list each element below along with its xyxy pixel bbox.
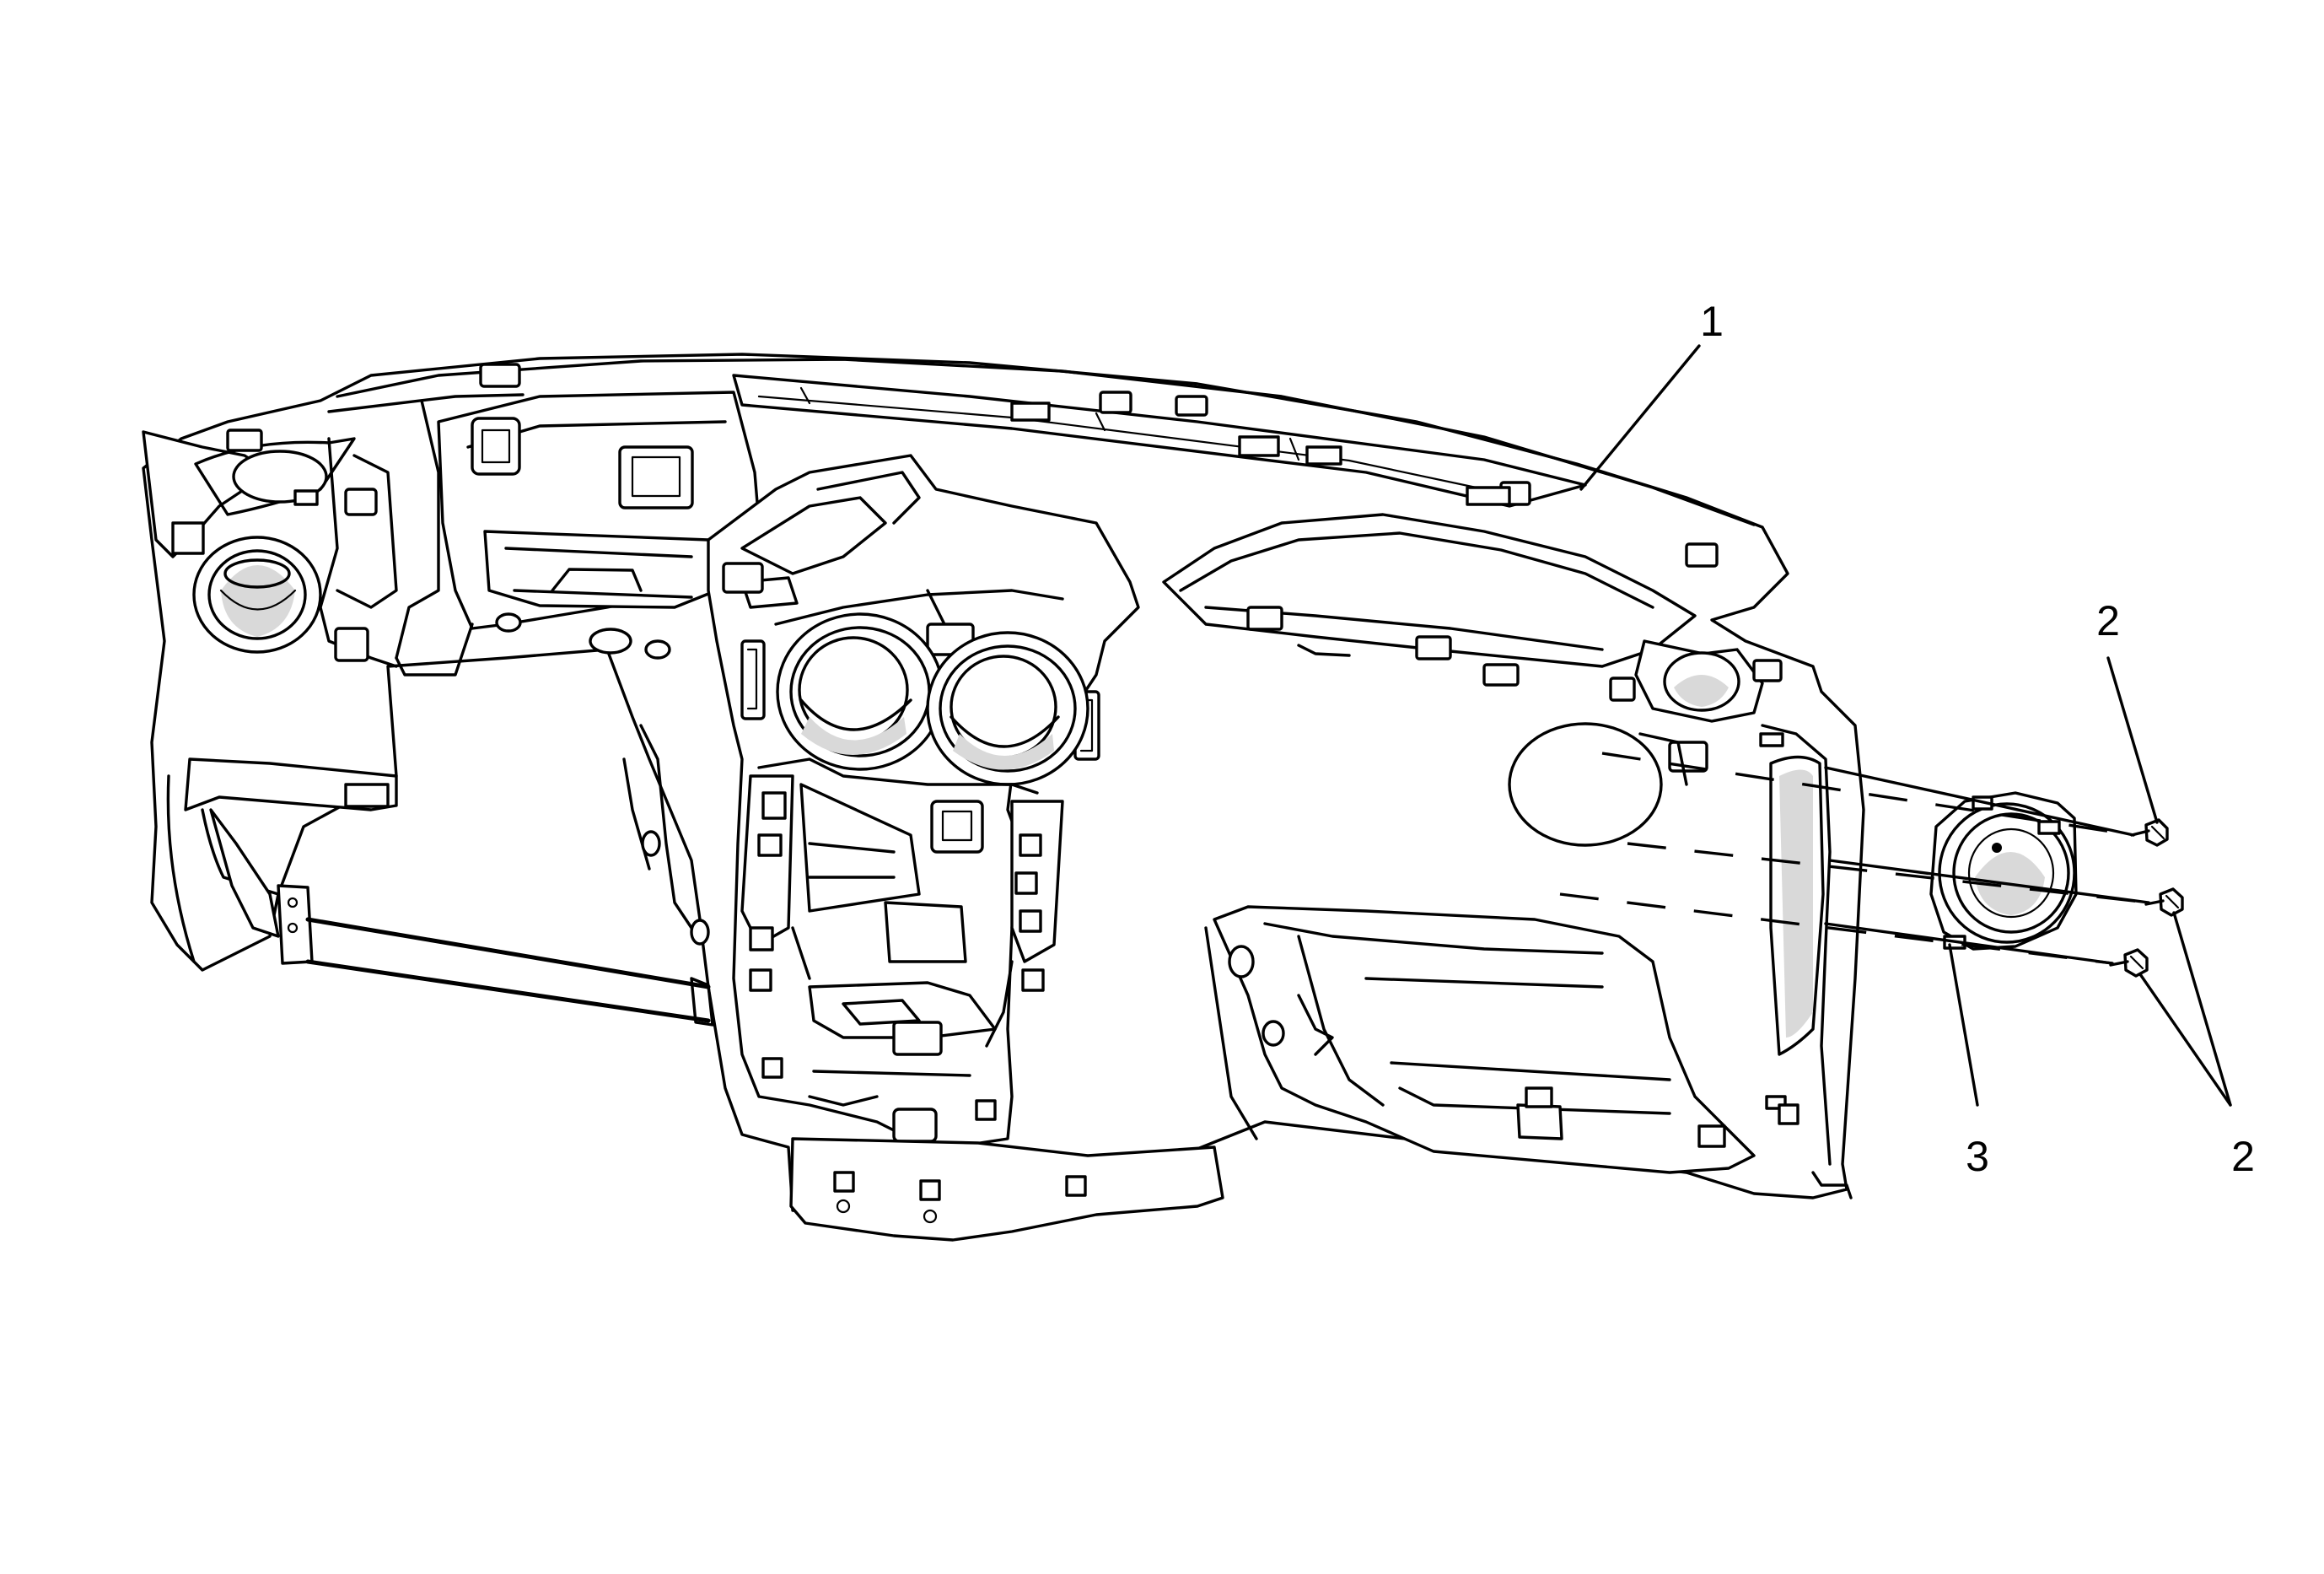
center-vent-left	[776, 612, 944, 771]
callout-1: 1	[1700, 298, 1724, 345]
center-vent-right	[926, 631, 1089, 786]
callout-3: 3	[1966, 1133, 1989, 1180]
screw-1	[2130, 818, 2169, 847]
screw-3	[2109, 948, 2149, 978]
leader-lines	[1579, 344, 2232, 1107]
speaker	[1929, 791, 2078, 951]
screw-2	[2144, 887, 2184, 917]
callout-2-bottom: 2	[2231, 1133, 2255, 1180]
callout-2-top: 2	[2096, 597, 2120, 644]
instrument-panel	[142, 353, 1865, 1242]
explode-lines	[1559, 752, 2150, 965]
